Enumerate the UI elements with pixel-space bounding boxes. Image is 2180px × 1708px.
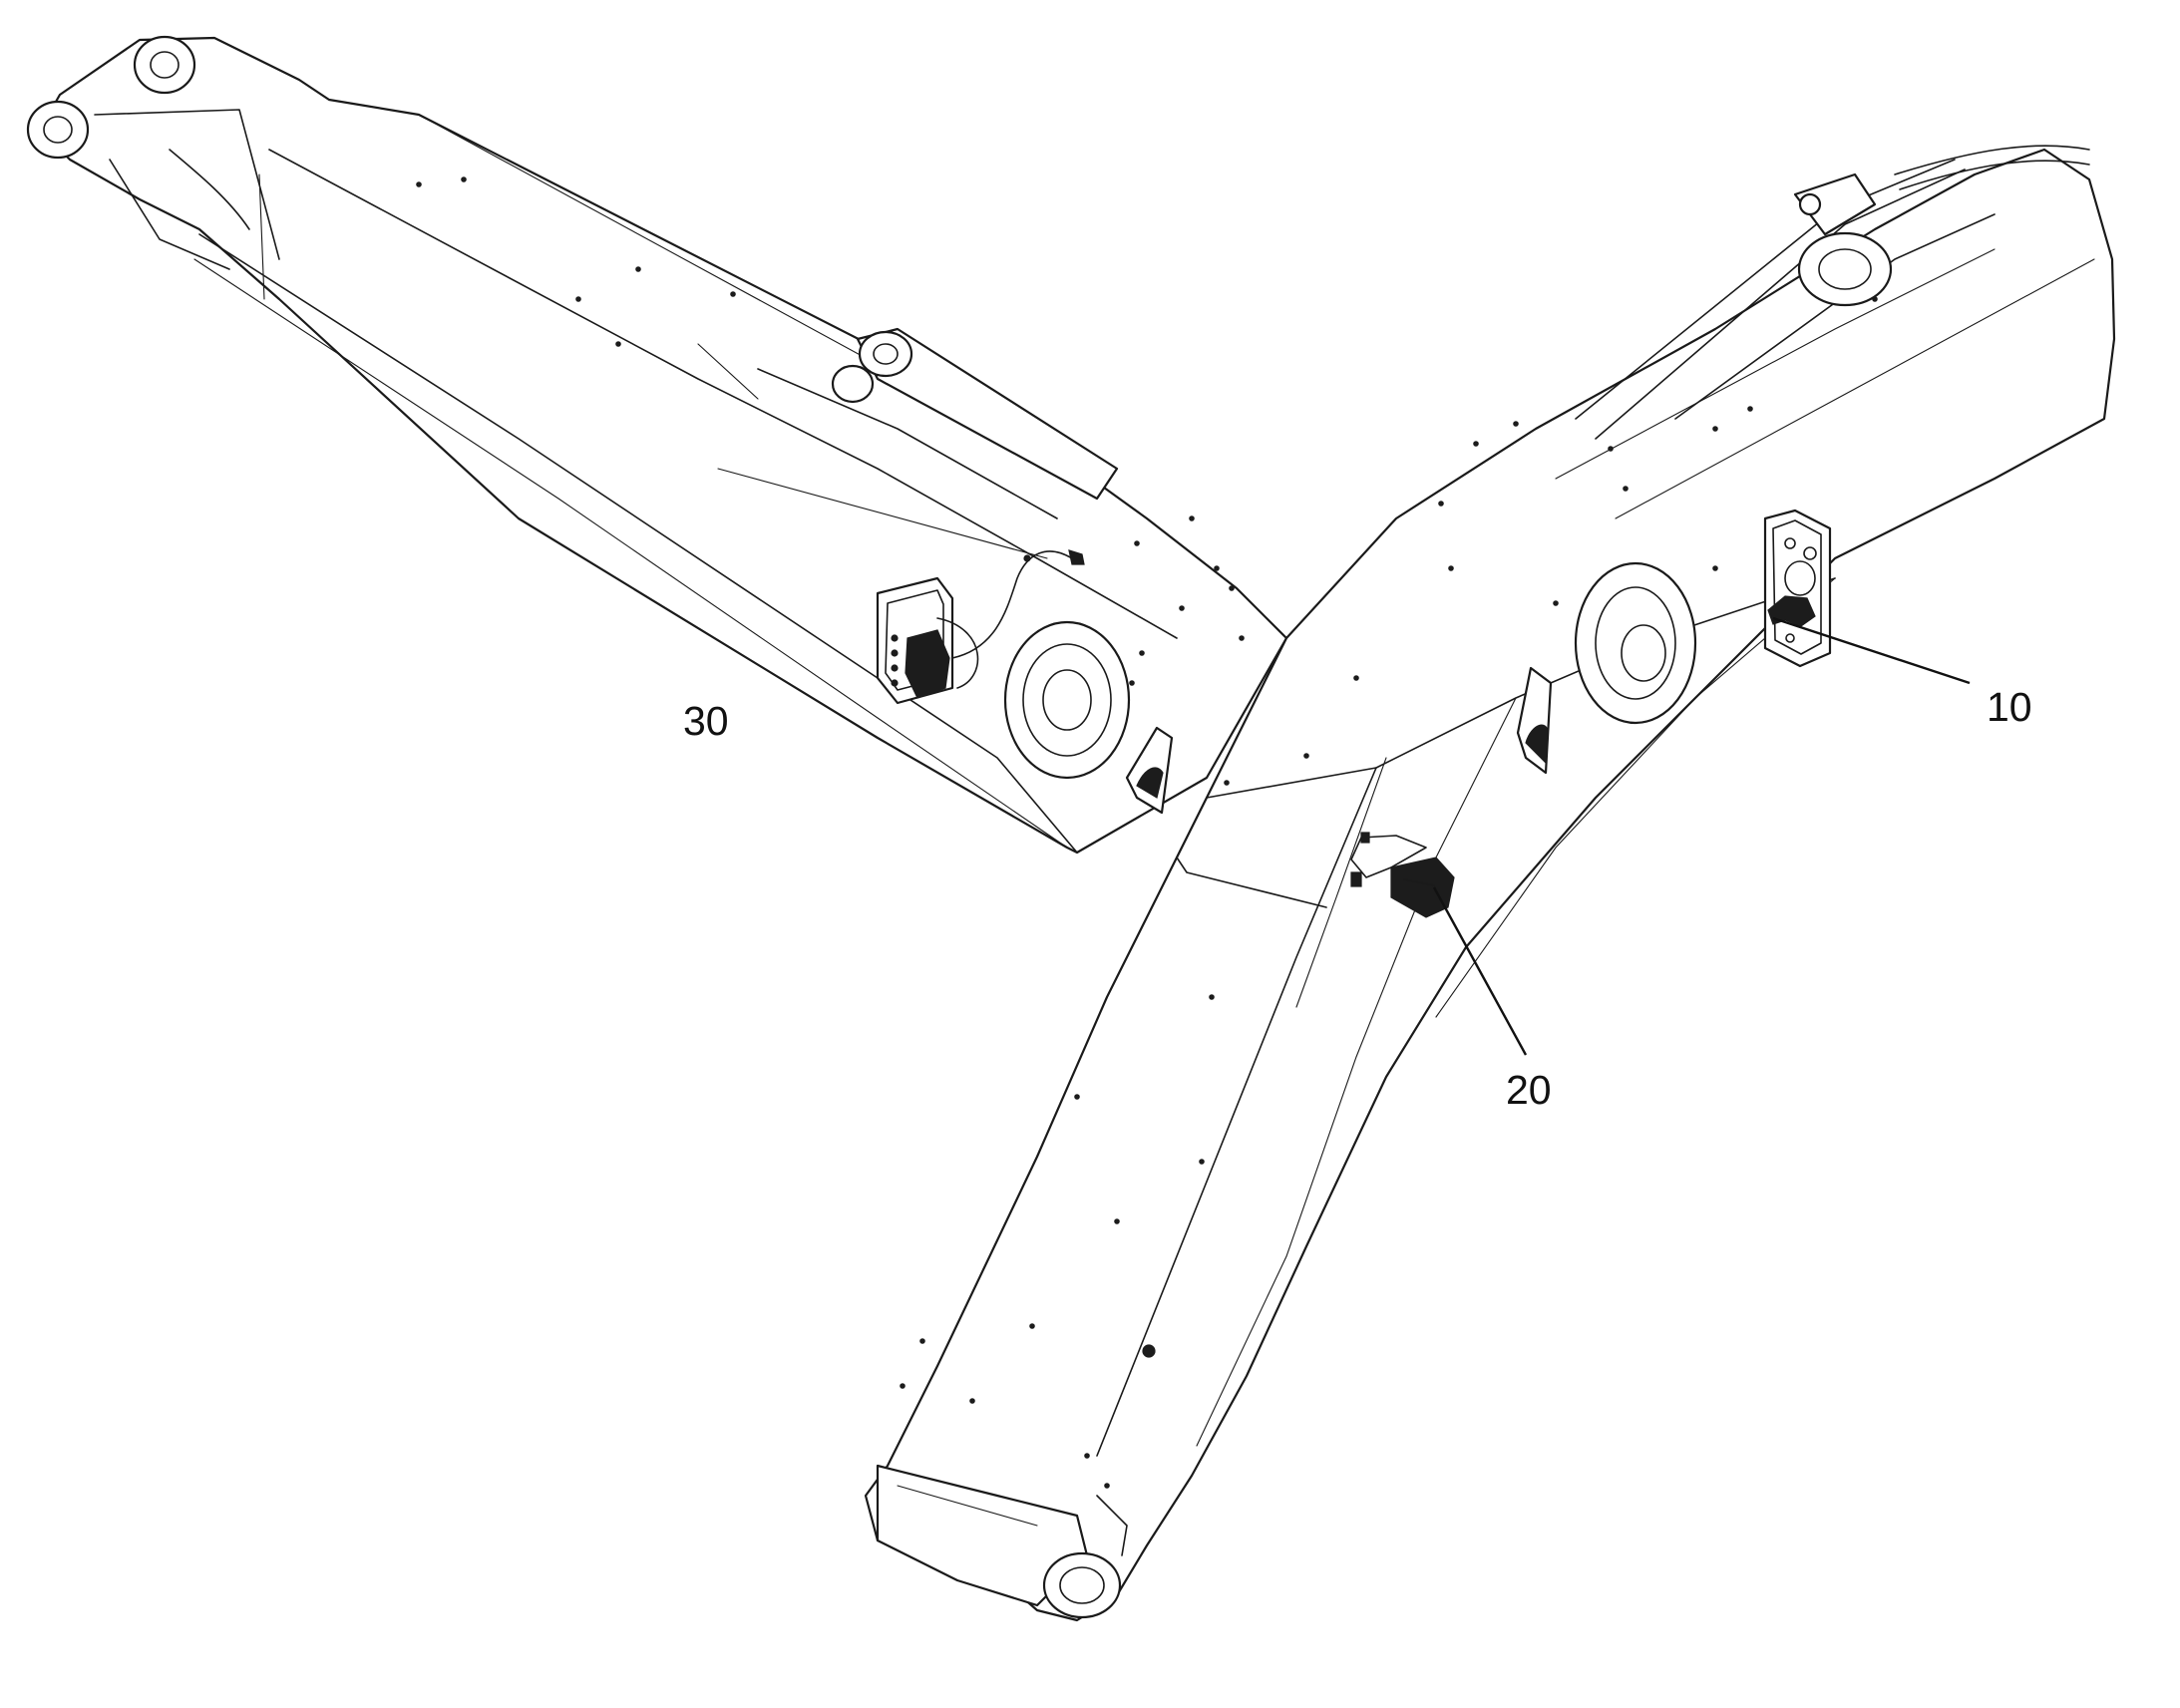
boom-bolts xyxy=(900,296,1878,1489)
leader-line-20 xyxy=(1432,886,1528,1056)
item-30-cable-bracket xyxy=(876,549,1085,705)
link-pin-upper xyxy=(858,330,913,378)
callout-number-10: 10 xyxy=(1987,684,2032,730)
tip-pin-boss-left xyxy=(26,100,90,160)
boom-foot-pin-boss xyxy=(1042,1551,1122,1619)
item-10-sensor-bracket xyxy=(1763,509,1832,668)
main-boom-body xyxy=(864,148,2116,1622)
callout-number-20: 20 xyxy=(1506,1067,1552,1113)
main-boom xyxy=(864,145,2116,1622)
callout-number-30: 30 xyxy=(683,698,729,744)
leader-line-10 xyxy=(1772,616,1971,685)
stick-arm-bolts xyxy=(416,176,1245,686)
boom-cylinder-head xyxy=(1797,231,1893,307)
tip-pin-boss-right xyxy=(133,35,196,95)
boom-pivot-boss xyxy=(1574,561,1697,725)
stick-arm xyxy=(26,35,1288,854)
item-20-joint-sensor xyxy=(1350,832,1455,918)
link-pin-lower xyxy=(831,364,875,404)
stick-arm-lower-edge xyxy=(198,233,1078,854)
